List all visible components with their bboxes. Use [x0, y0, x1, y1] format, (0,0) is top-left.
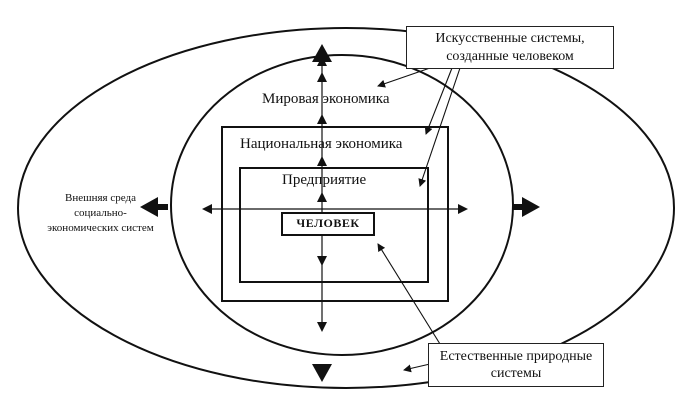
arrowhead-left-1 [202, 204, 212, 214]
enterprise-label: Предприятие [282, 172, 367, 188]
big-arrow-left-stem [158, 204, 168, 210]
artificial-systems-line-2: созданные человеком [446, 48, 574, 64]
artificial-systems-line-1: Искусственные системы, [435, 31, 585, 46]
arrowhead-right-1 [458, 204, 468, 214]
external-environment-line-1: Внешняя среда [65, 192, 136, 204]
world-economy-label: Мировая экономика [262, 91, 390, 107]
leader-artificial-to-world [377, 67, 431, 88]
big-arrow-down [312, 364, 332, 382]
arrowhead-up-5 [317, 192, 327, 202]
leader-artificial-to-enterprise [418, 67, 461, 187]
artificial-systems-callout: Искусственные системы, созданные человек… [406, 26, 614, 69]
leader-natural-to-outer [403, 363, 431, 373]
national-economy-rect [221, 126, 449, 302]
natural-systems-line-1: Естественные природные [439, 348, 593, 364]
arrowhead-up-2 [317, 72, 327, 82]
big-arrow-up [312, 44, 332, 62]
natural-systems-line-2: системы [490, 366, 542, 381]
big-arrow-left [140, 197, 158, 217]
arrowhead-down-2 [317, 322, 327, 332]
external-environment-line-2: социально- [74, 206, 127, 219]
big-arrow-right-stem [512, 204, 522, 210]
big-arrow-right [522, 197, 540, 217]
external-environment-label: Внешняя среда социально- экономических с… [28, 191, 173, 236]
human-box: ЧЕЛОВЕК [281, 212, 375, 236]
external-environment-line-3: экономических систем [47, 221, 154, 234]
outer-ellipse-external-environment [17, 27, 675, 389]
national-economy-label: Национальная экономика [240, 136, 403, 152]
leader-artificial-to-national [424, 67, 453, 135]
leader-natural-to-human [377, 243, 441, 345]
natural-systems-callout: Естественные природные системы [428, 343, 604, 387]
arrowhead-up-3 [317, 114, 327, 124]
arrowhead-down-1 [317, 256, 327, 266]
arrowhead-up-4 [317, 156, 327, 166]
enterprise-rect [239, 167, 429, 283]
